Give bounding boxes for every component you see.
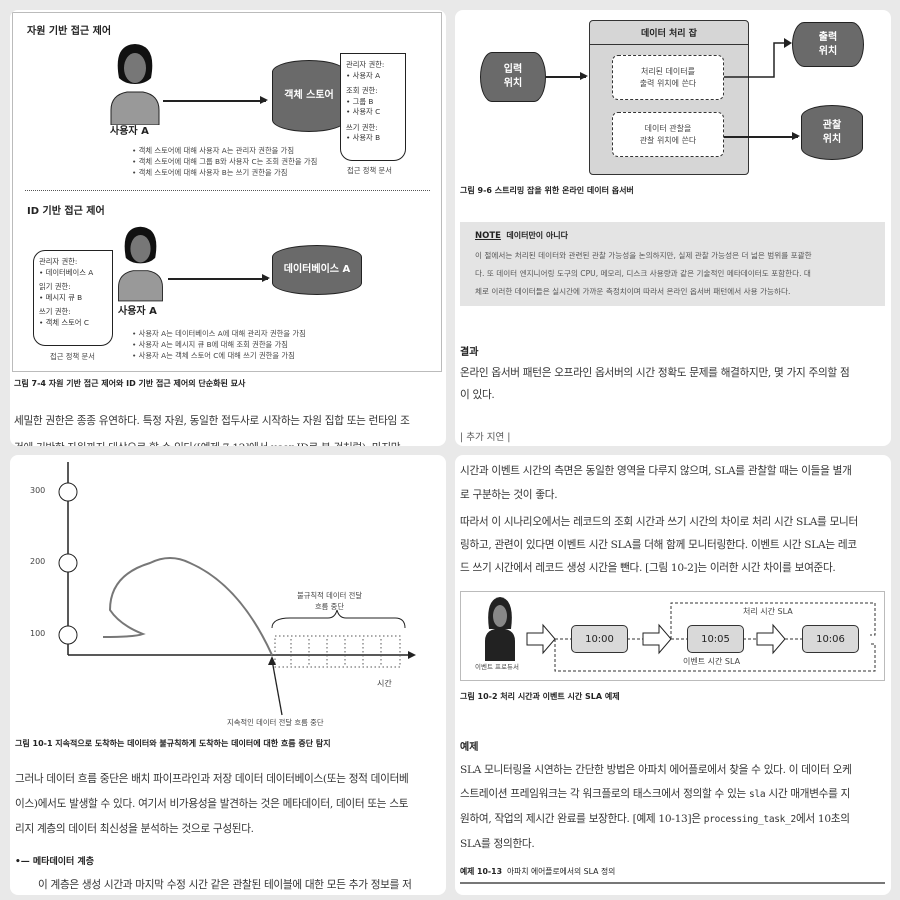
figure-frame [12, 12, 442, 372]
time-box: 10:05 [687, 625, 744, 653]
panel-online-observer: 데이터 처리 잡 처리된 데이터를 출력 위치에 쓴다 데이터 관찰을 관찰 위… [455, 10, 891, 446]
user-icon [110, 44, 160, 125]
irregular-data-region [274, 635, 401, 668]
user-label: 사용자 A [118, 306, 157, 317]
user-icon [118, 226, 163, 302]
observation-location: 관찰 위치 [801, 105, 863, 160]
note-title: 데이터만이 아니다 [506, 231, 569, 240]
x-axis-arrow [408, 651, 416, 659]
write-observation-step: 데이터 관찰을 관찰 위치에 쓴다 [612, 112, 724, 157]
body-text: 세밀한 권한은 종종 유연하다. 특정 자원, 동일한 접두사로 시작하는 자원… [14, 415, 410, 446]
example-text: SLA 모니터링을 시연하는 간단한 방법은 아파치 에어플로에서 찾을 수 있… [460, 764, 852, 850]
panel-sla: 시간과 이벤트 시간의 측면은 동일한 영역을 다루지 않으며, SLA를 관찰… [455, 455, 891, 895]
object-store-cylinder: 객체 스토어 [272, 60, 346, 132]
database-cylinder: 데이터베이스 A [272, 245, 362, 295]
continuous-data-curve [102, 557, 273, 656]
idbac-title: ID 기반 접근 제어 [27, 206, 105, 217]
figure-caption: 그림 9-6 스트리밍 잡을 위한 온라인 데이터 옵서버 [460, 186, 634, 195]
arrow-icon [642, 623, 672, 655]
section-body: 이 계층은 생성 시간과 마지막 수정 시간 같은 관찰된 테이블에 대한 모든… [38, 879, 412, 891]
subheading: | 추가 지연 | [460, 432, 511, 443]
section-heading: •— 메타데이터 계층 [15, 857, 94, 867]
arrow [724, 133, 800, 139]
annotation-arrow [271, 659, 283, 716]
arrow [724, 38, 792, 78]
y-tick-label: 200 [30, 557, 46, 566]
producer-label: 이벤트 프로듀서 [475, 663, 519, 671]
event-sla-bracket [554, 639, 876, 672]
policy-caption: 접근 정책 문서 [347, 166, 392, 175]
sla-diagram [485, 597, 876, 672]
body-text: 그러나 데이터 흐름 중단은 배치 파이프라인과 저장 데이터 데이터베이스(또… [15, 773, 409, 835]
note-box: NOTE 데이터만이 아니다 이 절에서는 처리된 데이터와 관련된 관찰 가능… [460, 222, 885, 306]
processing-sla-label: 처리 시간 SLA [743, 607, 793, 616]
example-heading: 예제 [460, 742, 479, 753]
divider [460, 882, 885, 884]
flow-chart [58, 462, 416, 716]
example-caption: 예제 10-13 아파치 에어플로에서의 SLA 정의 [460, 867, 616, 876]
rbac-bullets: • 객체 스토어에 대해 사용자 A는 관리자 권한을 가짐• 객체 스토어에 … [132, 146, 318, 177]
divider [25, 190, 430, 191]
arrow-icon [756, 623, 786, 655]
para2: 따라서 이 시나리오에서는 레코드의 조회 시간과 쓰기 시간의 차이로 처리 … [460, 516, 858, 574]
para1: 시간과 이벤트 시간의 측면은 동일한 영역을 다루지 않으며, SLA를 관찰… [460, 465, 852, 501]
policy-caption: 접근 정책 문서 [50, 352, 95, 361]
arrow-icon [526, 623, 556, 655]
processing-sla-bracket [670, 602, 876, 639]
y-tick-label: 300 [30, 486, 46, 495]
figure-frame [460, 591, 885, 681]
tick-circle [58, 482, 78, 502]
tick-circle [58, 553, 78, 573]
time-box: 10:00 [571, 625, 628, 653]
time-box: 10:06 [802, 625, 859, 653]
brace [271, 609, 406, 629]
input-location: 입력 위치 [480, 52, 546, 102]
rbac-title: 자원 기반 접근 제어 [27, 26, 112, 37]
arrow [546, 73, 588, 79]
figure-caption: 그림 10-2 처리 시간과 이벤트 시간 SLA 예제 [460, 692, 620, 701]
note-label: NOTE [475, 231, 501, 241]
figure-caption: 그림 10-1 지속적으로 도착하는 데이터와 불규칙하게 도착하는 데이터에 … [15, 739, 331, 748]
write-output-step: 처리된 데이터를 출력 위치에 쓴다 [612, 55, 724, 100]
y-tick-label: 100 [30, 629, 46, 638]
arrow [163, 97, 268, 103]
continuous-label: 지속적인 데이터 전달 흐름 중단 [227, 718, 324, 727]
x-axis-label: 시간 [377, 679, 392, 688]
note-text: 이 절에서는 처리된 데이터와 관련된 관찰 가능성을 논의하지만, 실제 관찰… [475, 251, 812, 296]
arrow [168, 275, 270, 281]
id-bullets: • 사용자 A는 데이터베이스 A에 대해 관리자 권한을 가짐• 사용자 A는… [132, 329, 306, 360]
figure-caption: 그림 7-4 자원 기반 접근 제어와 ID 기반 접근 제어의 단순화된 묘사 [14, 379, 246, 388]
tick-circle [58, 625, 78, 645]
job-title: 데이터 처리 잡 [590, 21, 748, 45]
event-sla-label: 이벤트 시간 SLA [683, 657, 741, 666]
output-location: 출력 위치 [792, 22, 864, 67]
user-label: 사용자 A [110, 126, 149, 137]
result-text: 온라인 옵서버 패턴은 오프라인 옵서버의 시간 정확도 문제를 해결하지만, … [460, 367, 850, 401]
result-heading: 결과 [460, 347, 479, 358]
